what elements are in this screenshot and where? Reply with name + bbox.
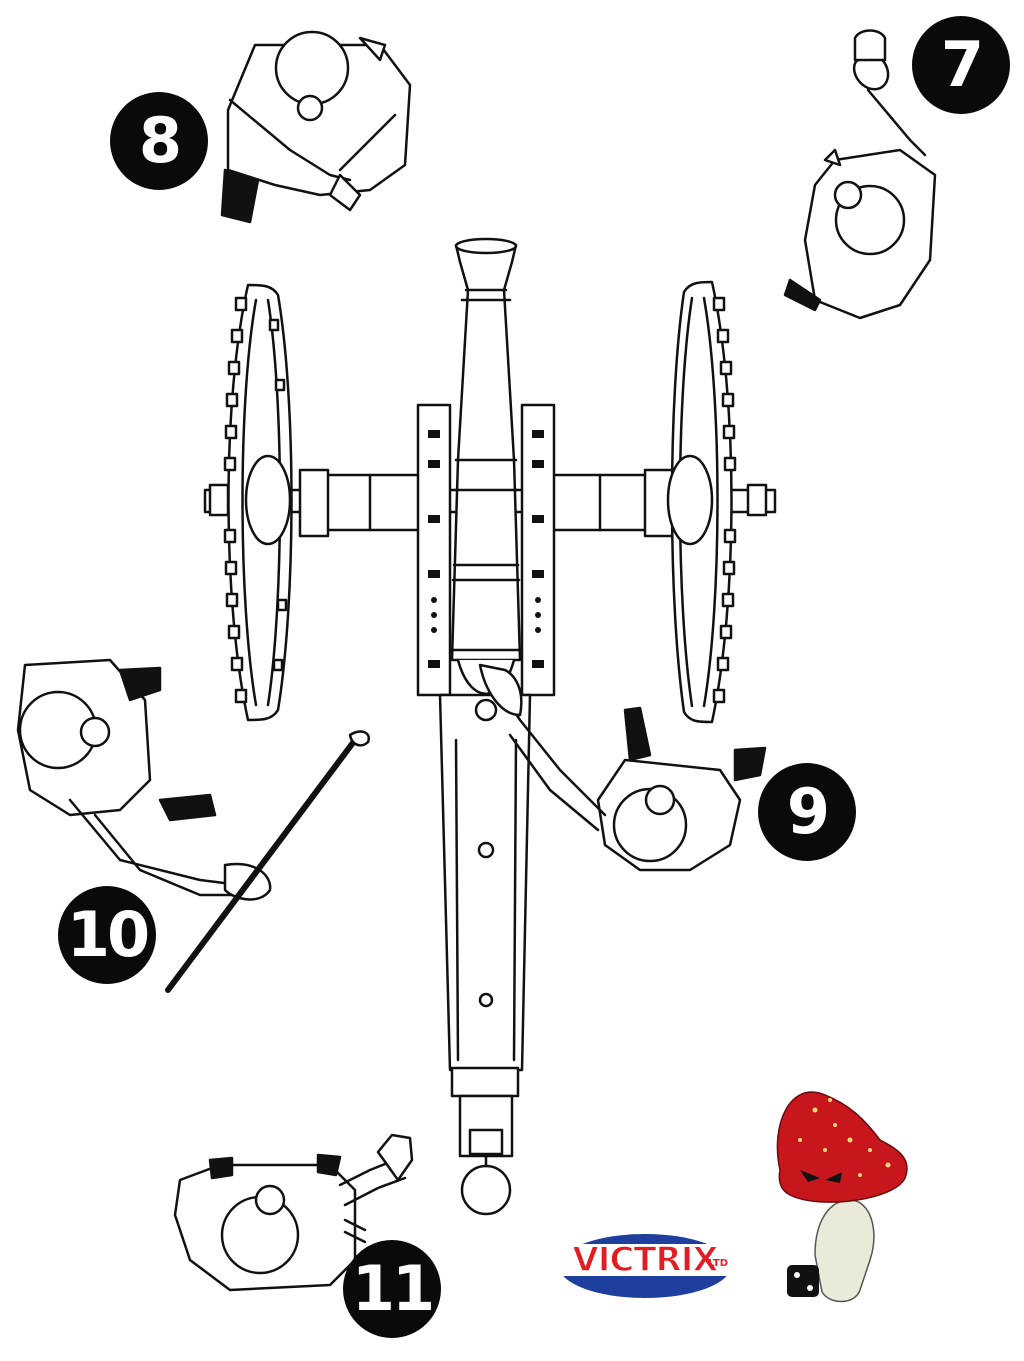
crew-number-9-badge: 9 [758,763,856,861]
cannon-axle [203,468,777,538]
crew-number-8: 8 [138,104,182,177]
logo-suffix-text: LTD [708,1258,728,1269]
mushroom-mascot-icon [776,1091,908,1303]
victrix-logo: VICTRIX LTD [556,1228,734,1300]
crew-number-7: 7 [940,28,984,101]
crew-member-10 [16,658,371,993]
left-wheel [208,283,293,722]
crew-number-11: 11 [351,1252,435,1325]
logo-brand-text: VICTRIX [572,1239,720,1281]
crew-number-8-badge: 8 [110,92,208,190]
crew-number-7-badge: 7 [912,16,1010,114]
crew-number-10: 10 [66,898,150,971]
crew-number-11-badge: 11 [343,1240,441,1338]
crew-member-9 [478,663,767,872]
cannon-carriage [416,403,556,1216]
crew-member-11 [173,1133,414,1292]
crew-member-8 [220,30,412,224]
cannon [203,237,777,1216]
right-wheel [666,280,768,724]
crew-number-9: 9 [786,775,830,848]
cannon-barrel [450,237,522,722]
crew-member-7 [783,29,937,320]
crew-number-10-badge: 10 [58,886,156,984]
